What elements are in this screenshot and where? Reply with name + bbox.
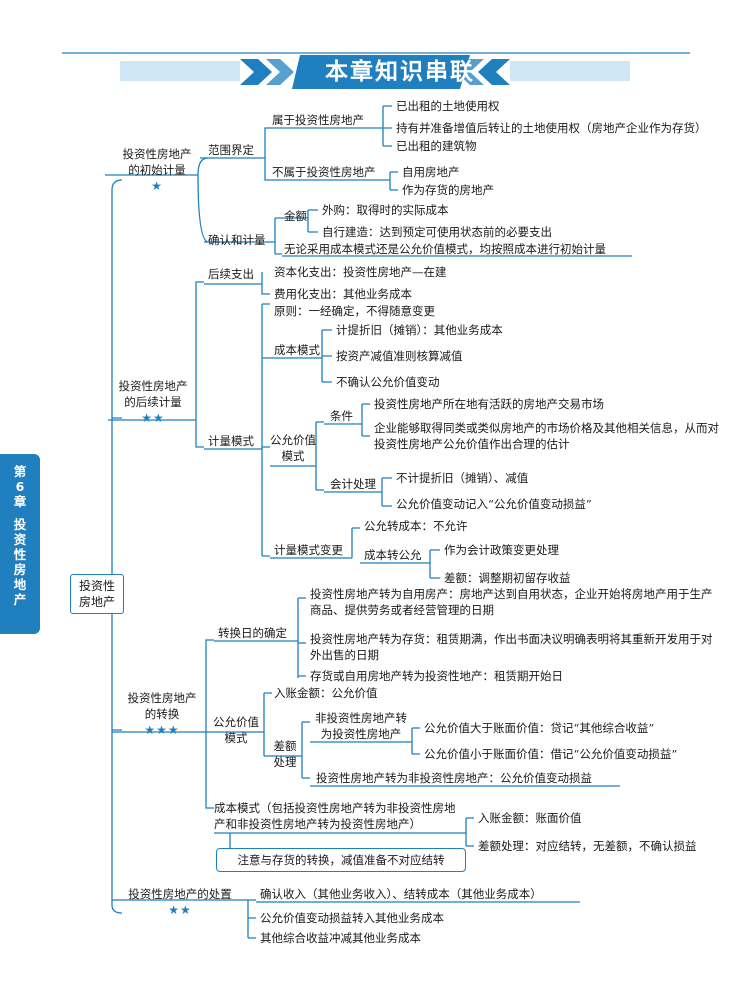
page-title: 本章知识串联 [325,59,475,85]
s2-accounting-label: 会计处理 [330,477,376,491]
s1-title: 投资性房地产 的初始计量 ★ [112,146,202,194]
s3-non-to-inv-item: 公允价值小于账面价值：借记“公允价值变动损益” [424,747,678,761]
s4-item: 公允价值变动损益转入其他业务成本 [260,911,444,925]
title-banner-graphic [62,52,690,89]
s2-cost-to-fv-label: 成本转公允 [364,548,422,562]
s4-stars: ★★ [168,903,192,917]
s2-cost-item: 计提折旧（摊销）：其他业务成本 [336,323,503,337]
chapter-side-tab: 第 6 章 投 资 性 房 地 产 [0,454,40,634]
s4-title: 投资性房地产的处置 ★★ [112,886,248,918]
s3-stars: ★★★ [144,723,180,737]
s3-callout-note: 注意与存货的转换，减值准备不对应结转 [216,848,466,872]
chapter-topic: 投 资 性 房 地 产 [13,517,27,607]
s3-diff-label: 差额 处理 [273,739,297,769]
s2-condition-item: 企业能够取得同类或类似房地产的市场价格及其他相关信息，从而对投资性房地产公允价值… [374,421,719,451]
s1-belongs-item: 已出租的土地使用权 [396,99,500,113]
s2-cost-to-fv-item: 差额：调整期初留存收益 [444,571,571,585]
root-node: 投资性 房地产 [70,574,124,614]
s1-scope-label: 范围界定 [208,143,254,157]
s1-amount-item: 外购：取得时的实际成本 [322,203,449,217]
s1-amount-item: 自行建造：达到预定可使用状态前的必要支出 [322,225,552,239]
s3-date-label: 转换日的确定 [218,626,287,640]
s2-measurement-label: 计量模式 [208,434,254,448]
s3-cost-model-item: 入账金额：账面价值 [478,811,582,825]
s2-subsequent-label: 后续支出 [208,267,254,281]
s2-condition-item: 投资性房地产所在地有活跃的房地产交易市场 [374,397,604,411]
s2-stars: ★★ [141,411,165,425]
s2-title: 投资性房地产 的后续计量 ★★ [108,378,198,426]
s3-cost-model-label: 成本模式（包括投资性房地产转为非投资性房地产和非投资性房地产转为投资性房地产） [214,801,456,831]
s3-non-to-inv-item: 公允价值大于账面价值：贷记“其他综合收益” [424,721,655,735]
s3-non-to-inv-label: 非投资性房地产转 为投资性房地产 [315,711,407,741]
s1-belongs-item: 持有并准备增值后转让的土地使用权（房地产企业作为存货） [396,121,707,135]
s4-item: 其他综合收益冲减其他业务成本 [260,931,421,945]
s1-not-belongs-item: 自用房地产 [402,165,460,179]
s3-cost-model-item: 差额处理：对应结转，无差额，不确认损益 [478,839,697,853]
s2-fv-model-label: 公允价值 模式 [270,433,316,463]
s3-fv-entry: 入账金额：公允价值 [274,686,378,700]
s1-belongs-label: 属于投资性房地产 [272,113,364,127]
s1-recognition-note: 无论采用成本模式还是公允价值模式，均按照成本进行初始计量 [284,242,606,256]
s2-principle: 原则：一经确定，不得随意变更 [274,304,435,318]
s3-date-item: 投资性房地产转为存货：租赁期满，作出书面决议明确表明将其重新开发用于对外出售的日… [310,632,713,662]
s1-belongs-item: 已出租的建筑物 [396,139,477,153]
s2-change-label: 计量模式变更 [274,543,343,557]
s2-cost-item: 不确认公允价值变动 [336,375,440,389]
s2-conditions-label: 条件 [330,409,353,423]
title-banner: 本章知识串联 [0,0,750,100]
s4-item: 确认收入（其他业务收入）、结转成本（其他业务成本） [260,887,542,901]
s3-date-item: 投资性房地产转为自用房产：房地产达到自用状态，企业开始将房地产用于生产商品、提供… [310,587,713,617]
s1-not-belongs-item: 作为存货的房地产 [402,183,494,197]
chapter-number: 第 6 章 [13,464,27,509]
s3-inv-to-non: 投资性房地产转为非投资性房地产：公允价值变动损益 [316,771,592,785]
s3-date-item: 存货或自用房地产转为投资性地产：租赁期开始日 [310,669,563,683]
s2-accounting-item: 不计提折旧（摊销）、减值 [396,471,529,485]
s2-subsequent-item: 资本化支出：投资性房地产—在建 [274,265,447,279]
s1-recognition-label: 确认和计量 [208,233,266,247]
s2-cost-to-fv-item: 作为会计政策变更处理 [444,543,559,557]
s3-title: 投资性房地产 的转换 ★★★ [112,690,212,738]
s1-stars: ★ [151,179,163,193]
s3-fv-model-label: 公允价值 模式 [213,715,259,745]
s2-accounting-item: 公允价值变动记入“公允价值变动损益” [396,497,592,511]
s2-fv-to-cost: 公允转成本：不允许 [364,519,468,533]
s2-cost-model-label: 成本模式 [274,343,320,357]
s2-cost-item: 按资产减值准则核算减值 [336,349,463,363]
s2-subsequent-item: 费用化支出：其他业务成本 [274,287,412,301]
s1-amount-label: 金额 [284,209,307,223]
s1-not-belongs-label: 不属于投资性房地产 [272,165,376,179]
